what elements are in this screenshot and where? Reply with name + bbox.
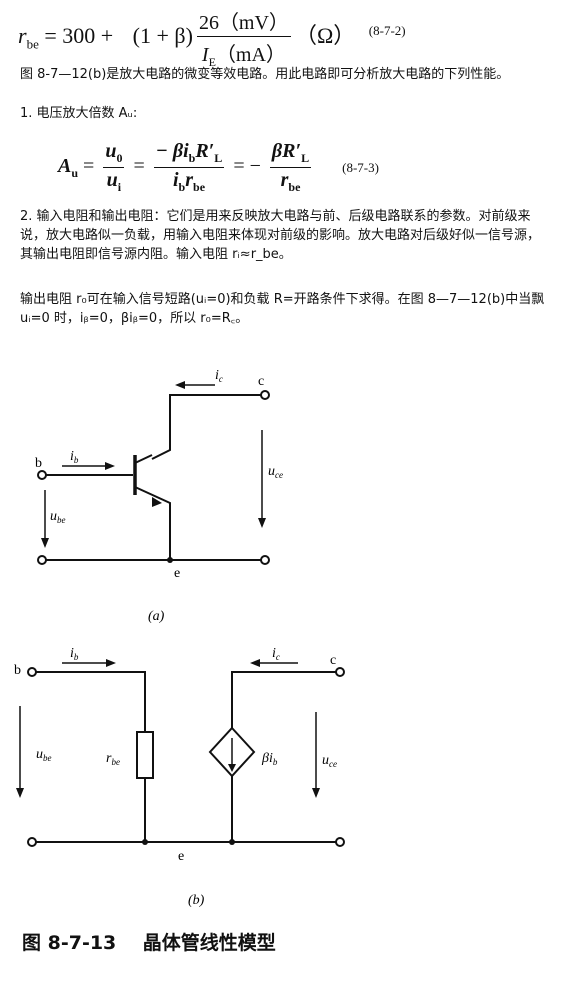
terminal-c: [260, 390, 270, 400]
au-f2-den-tail: r: [185, 169, 194, 191]
b-label-uce: uce: [322, 753, 337, 769]
formula-au: Au = u0 ui = − βibR′L ibrbe = − βR′L rbe…: [58, 140, 379, 195]
au-frac1: u0 ui: [103, 140, 125, 195]
figure-b-linear-model: b c e ib ic ube rbe βib uce (b): [14, 646, 345, 908]
au-f1-num-sub: 0: [116, 151, 123, 165]
b-label-e: e: [178, 849, 184, 864]
au-sub: u: [71, 166, 79, 181]
rbe-sub: be: [26, 36, 39, 52]
au-f2-num-tail: R′: [195, 140, 215, 162]
emitter-node: [167, 557, 173, 563]
rbe-den-sub: E: [208, 55, 216, 69]
au-f3-den-sub: be: [288, 180, 301, 194]
au-f2-num-sub: b: [188, 151, 196, 165]
au-f2-num: − βi: [155, 140, 189, 162]
au-eq-no: (8-7-3): [342, 160, 379, 176]
rbe-unit: （Ω）: [294, 23, 356, 49]
au-f3-den: r: [280, 169, 289, 191]
rbe-eq-no: (8-7-2): [368, 22, 406, 38]
b-top-right-wire: [231, 671, 340, 728]
au-f2-den-tail-sub: be: [193, 180, 206, 194]
au-f2-num-tail-sub: L: [214, 151, 223, 165]
b-label-ib: ib: [70, 646, 79, 662]
terminal-b-ground: [37, 555, 47, 565]
au-f1-den-sub: i: [117, 180, 122, 194]
b-terminal-br: [335, 837, 345, 847]
rbe-resistor: [136, 731, 154, 779]
rbe-denominator: IE（mA）: [197, 37, 291, 70]
terminal-e-ground: [260, 555, 270, 565]
caption-a: (a): [148, 609, 165, 624]
label-b: b: [35, 456, 42, 471]
label-ic: ic: [215, 368, 223, 384]
au-symbol: A: [58, 155, 72, 178]
item-output-resistance: 输出电阻 r₀可在输入信号短路(uᵢ=0)和负载 R=开路条件下求得。在图 8—…: [20, 292, 549, 326]
b-label-b: b: [14, 663, 21, 678]
b-uce-arrowhead: [312, 788, 320, 798]
rbe-factor: (1 + β): [132, 23, 193, 49]
rbe-numerator: 26（mV）: [196, 6, 291, 37]
figure-a-transistor: c b e ic ib uce ube (a): [35, 368, 283, 624]
b-terminal-bl: [27, 837, 37, 847]
b-ib-arrowhead: [106, 659, 116, 667]
emitter-wire: [134, 486, 171, 560]
rbe-eq: = 300 +: [38, 23, 119, 49]
ib-arrowhead: [105, 462, 115, 470]
b-label-beta-ib: βib: [261, 751, 278, 767]
figure-caption: 图 8-7-13 晶体管线性模型: [22, 932, 276, 954]
rbe-fraction: 26（mV）IE（mA）: [196, 6, 291, 70]
b-terminal-c: [335, 667, 345, 677]
au-frac3: βR′L rbe: [269, 140, 312, 195]
b-top-left-wire: [32, 671, 146, 732]
ube-arrowhead: [41, 538, 49, 548]
label-uce: uce: [268, 464, 283, 480]
collector-wire: [151, 394, 265, 460]
emitter-arrowhead: [152, 497, 162, 507]
item-voltage-gain: 1. 电压放大倍数 Aᵤ:: [20, 106, 138, 121]
label-ib: ib: [70, 449, 79, 465]
b-terminal-b: [27, 667, 37, 677]
rbe-den-unit: （mA）: [215, 44, 286, 66]
terminal-b: [37, 470, 47, 480]
ic-arrowhead: [175, 381, 185, 389]
source-inner-arrowhead: [228, 764, 236, 772]
b-label-rbe: rbe: [106, 751, 120, 767]
b-node-rbe: [142, 839, 148, 845]
au-f1-den: u: [106, 169, 118, 191]
au-frac2: − βibR′L ibrbe: [153, 140, 225, 195]
label-e: e: [174, 566, 180, 581]
au-f3-num-sub: L: [301, 151, 310, 165]
label-ube: ube: [50, 509, 66, 525]
paragraph-intro: 图 8-7—12(b)是放大电路的微变等效电路。用此电路即可分析放大电路的下列性…: [20, 67, 510, 82]
label-c: c: [258, 374, 264, 389]
b-node-source: [229, 839, 235, 845]
item-io-resistance: 2. 输入电阻和输出电阻：它们是用来反映放大电路与前、后级电路联系的参数。对前级…: [20, 209, 541, 262]
b-ube-arrowhead: [16, 788, 24, 798]
au-f1-num: u: [105, 140, 117, 162]
b-label-ic: ic: [272, 646, 280, 662]
b-label-c: c: [330, 653, 336, 668]
au-f2-den: i: [172, 169, 179, 191]
formula-rbe: rbe = 300 + (1 + β)26（mV）IE（mA）（Ω） (8-7-…: [18, 6, 406, 70]
caption-b: (b): [188, 893, 205, 908]
uce-arrowhead: [258, 518, 266, 528]
au-f2-den-sub: b: [178, 180, 186, 194]
au-f3-num: βR′: [271, 140, 302, 162]
rbe-symbol: r: [18, 23, 27, 49]
collector-lead: [134, 454, 153, 464]
b-label-ube: ube: [36, 747, 52, 763]
rbe-den-main: I: [201, 44, 209, 66]
b-ic-arrowhead: [250, 659, 260, 667]
